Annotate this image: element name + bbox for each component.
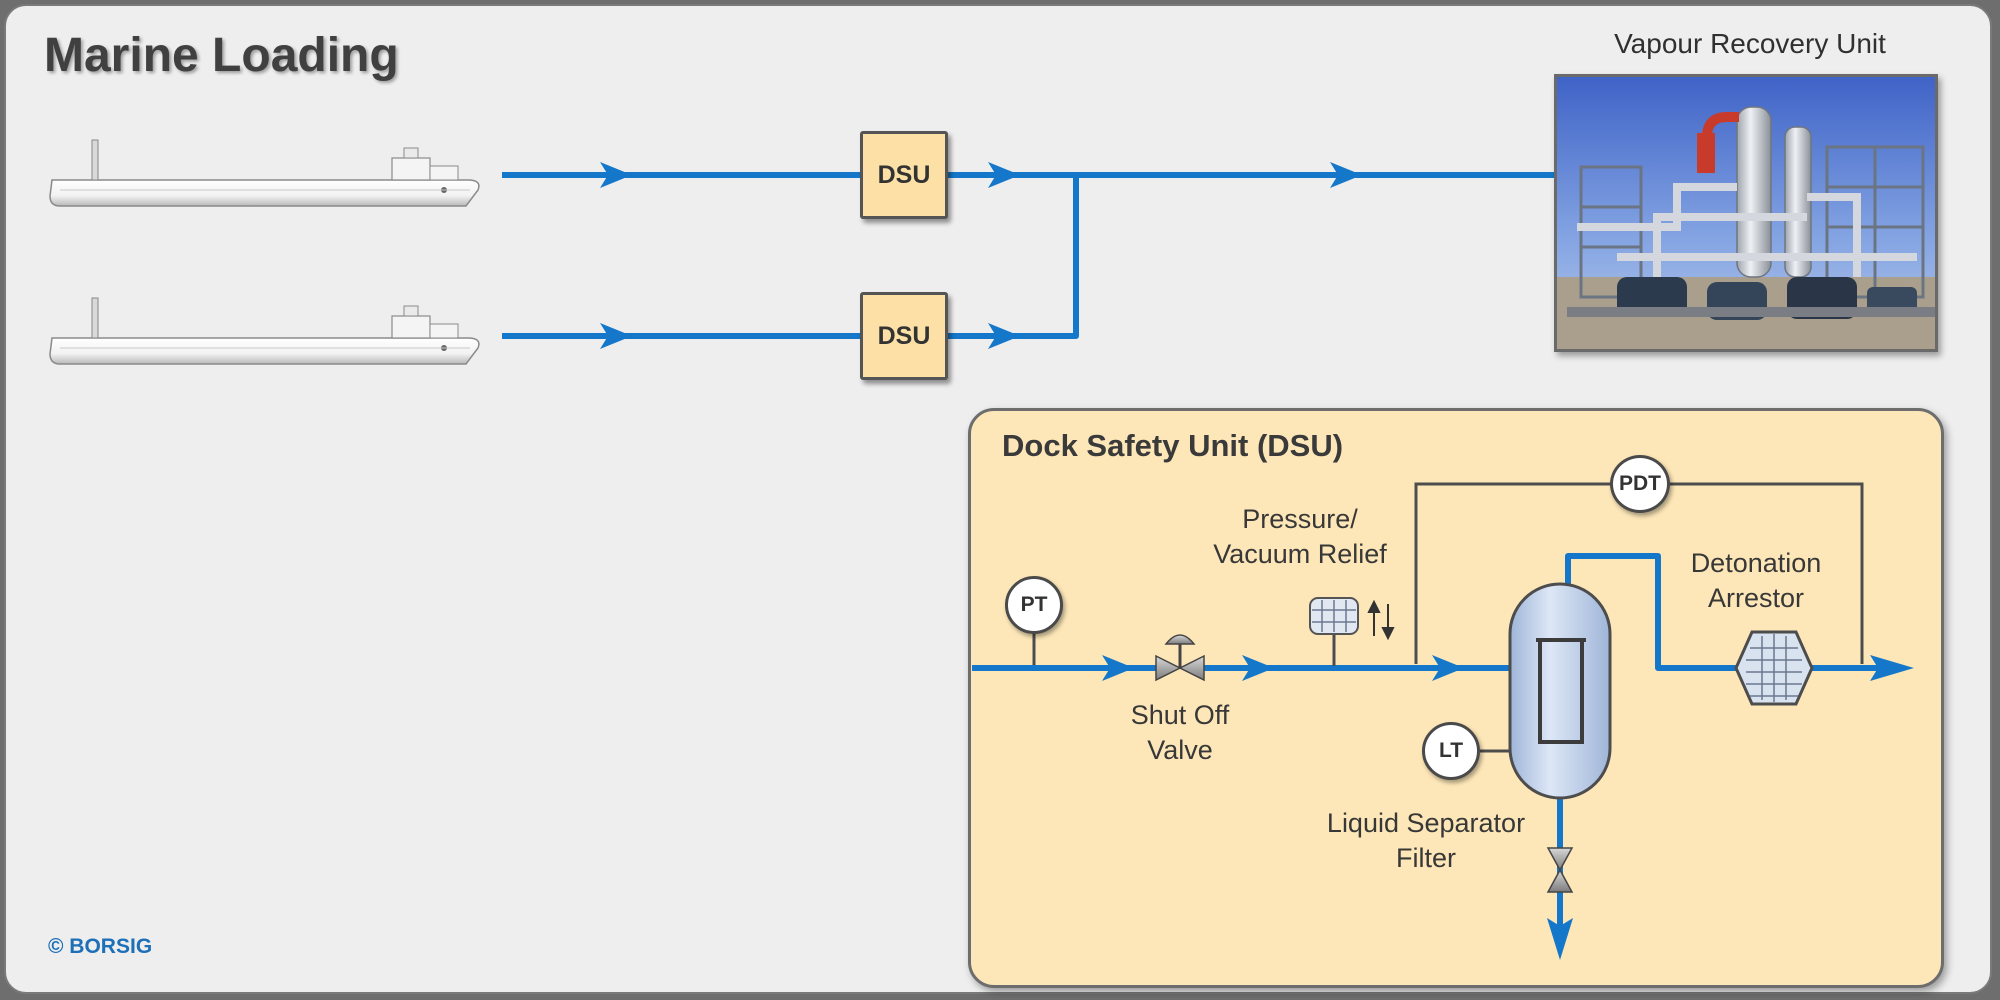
dsu-panel-title: Dock Safety Unit (DSU) bbox=[1002, 428, 1344, 463]
detonation-line-1: Detonation bbox=[1690, 548, 1822, 578]
vapour-recovery-unit-photo bbox=[1554, 74, 1938, 352]
vapour-recovery-unit-label: Vapour Recovery Unit bbox=[1614, 28, 1886, 59]
detonation-line-2: Arrestor bbox=[1707, 583, 1805, 613]
shut-off-valve-label: Shut Off Valve bbox=[1090, 698, 1270, 768]
detonation-arrestor-label: Detonation Arrestor bbox=[1656, 546, 1856, 616]
dsu-upper-box[interactable]: DSU bbox=[860, 131, 948, 219]
separator-line-1: Liquid Separator bbox=[1326, 808, 1526, 838]
pressure-relief-line-1: Pressure/ bbox=[1242, 504, 1358, 534]
pressure-vacuum-relief-icon bbox=[1309, 597, 1395, 666]
shut-off-valve-icon bbox=[1155, 634, 1205, 682]
ship-upper-icon bbox=[49, 139, 480, 207]
pressure-relief-line-2: Vacuum Relief bbox=[1213, 539, 1387, 569]
pressure-transmitter-pt[interactable]: PT bbox=[1005, 576, 1063, 634]
shut-off-line-2: Valve bbox=[1147, 735, 1213, 765]
ship-lower-icon bbox=[49, 297, 480, 365]
copyright-logo: © BORSIG bbox=[48, 935, 153, 958]
detonation-arrestor-icon bbox=[1734, 630, 1814, 706]
level-transmitter-lt[interactable]: LT bbox=[1422, 722, 1480, 780]
shut-off-line-1: Shut Off bbox=[1130, 700, 1230, 730]
flow-arrows bbox=[600, 162, 1362, 349]
drain-valve-icon bbox=[1546, 847, 1574, 893]
pressure-vacuum-relief-label: Pressure/ Vacuum Relief bbox=[1180, 502, 1420, 572]
liquid-separator-filter-label: Liquid Separator Filter bbox=[1296, 806, 1556, 876]
liquid-separator-vessel-icon bbox=[1508, 582, 1612, 800]
dsu-flow-arrows bbox=[1102, 655, 1914, 960]
vapour-pipes bbox=[502, 172, 1556, 339]
dsu-lower-box[interactable]: DSU bbox=[860, 292, 948, 380]
separator-line-2: Filter bbox=[1396, 843, 1456, 873]
differential-pressure-transmitter-pdt[interactable]: PDT bbox=[1610, 455, 1670, 513]
page-title: Marine Loading bbox=[44, 29, 399, 82]
